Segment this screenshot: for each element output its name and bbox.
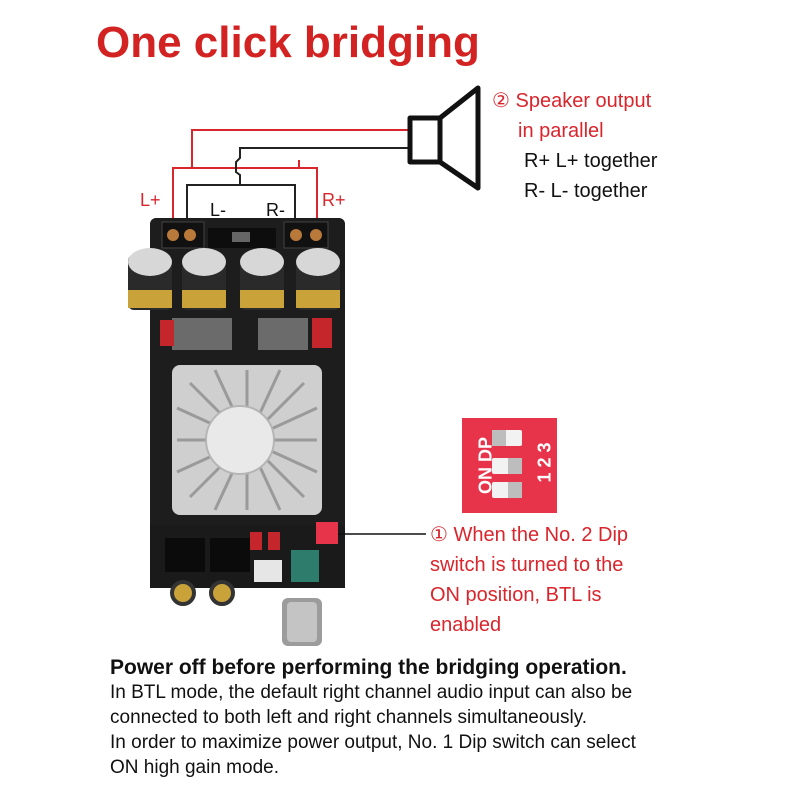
speaker-callout-line3: R+ L+ together xyxy=(524,150,658,172)
amplifier-board xyxy=(128,218,345,646)
terminal-label-r-plus: R+ xyxy=(322,190,346,210)
dip-callout-line4: enabled xyxy=(430,614,502,636)
footer-line-1: In BTL mode, the default right channel a… xyxy=(110,682,633,703)
footer-line-3: In order to maximize power output, No. 1… xyxy=(110,732,636,753)
dip-numbers-label: 1 2 3 xyxy=(534,442,555,483)
terminal-label-l-plus: L+ xyxy=(140,190,161,210)
dip-switch-zoom xyxy=(462,418,557,513)
terminal-label-l-minus: L- xyxy=(210,200,227,220)
footer-line-4: ON high gain mode. xyxy=(110,757,279,778)
speaker-icon xyxy=(407,85,481,191)
red-wires xyxy=(172,129,408,222)
dip-callout-line1: ① When the No. 2 Dip xyxy=(430,524,629,546)
capacitors xyxy=(128,248,340,310)
footer-heading: Power off before performing the bridging… xyxy=(110,656,627,679)
page-title: One click bridging xyxy=(96,18,480,67)
speaker-callout-line2: in parallel xyxy=(518,120,604,142)
heatsink xyxy=(172,365,322,515)
dip-callout-line2: switch is turned to the xyxy=(430,554,624,576)
footer-line-2: connected to both left and right channel… xyxy=(110,707,588,728)
terminal-label-r-minus: R- xyxy=(266,200,285,220)
dip-on-dp-label: ON DP xyxy=(475,437,496,495)
black-wires xyxy=(186,147,408,222)
dip-callout-line3: ON position, BTL is xyxy=(430,584,602,606)
dip-callout: ① When the No. 2 Dip switch is turned to… xyxy=(430,520,628,640)
speaker-callout: ② Speaker output in parallel R+ L+ toget… xyxy=(492,86,657,206)
speaker-callout-line1: ② Speaker output xyxy=(492,90,652,112)
footer-notes: Power off before performing the bridging… xyxy=(110,656,750,780)
speaker-callout-line4: R- L- together xyxy=(524,180,648,202)
